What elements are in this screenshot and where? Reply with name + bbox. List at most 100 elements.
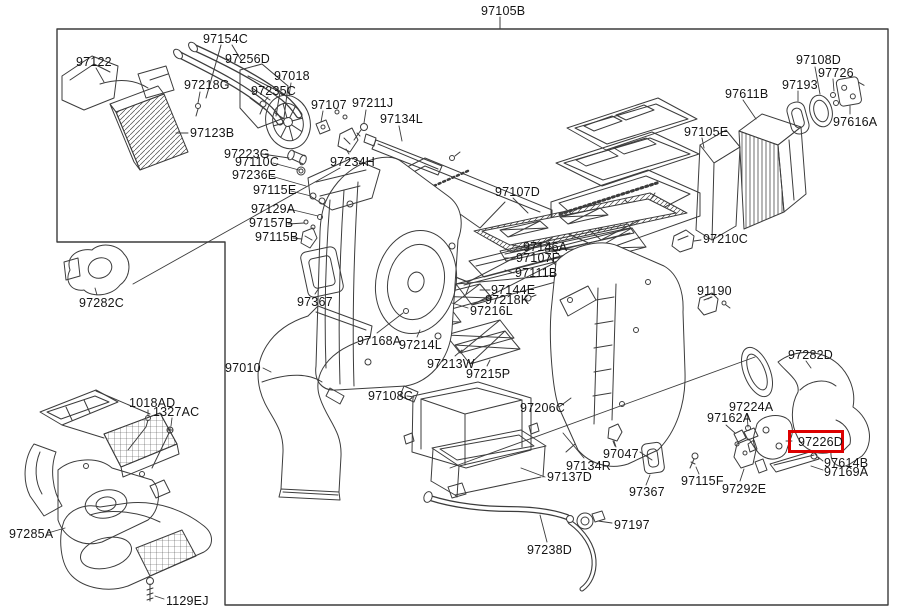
- clip-97047-drawing: [607, 423, 623, 447]
- part-label-97282C[interactable]: 97282C: [79, 296, 124, 310]
- part-label-97223G[interactable]: 97223G: [224, 147, 270, 161]
- part-label-97107F[interactable]: 97107F: [516, 251, 560, 265]
- leader-lines: [47, 66, 851, 600]
- part-label-97115E[interactable]: 97115E: [253, 183, 297, 197]
- part-label-97154C[interactable]: 97154C: [203, 32, 248, 46]
- part-label-97214L[interactable]: 97214L: [399, 338, 442, 352]
- part-label-97018[interactable]: 97018: [274, 69, 310, 83]
- part-label-97123B[interactable]: 97123B: [190, 126, 235, 140]
- blower-unit-drawing: [24, 389, 180, 545]
- part-label-97047[interactable]: 97047: [603, 447, 639, 461]
- small-fittings-drawing: [315, 109, 368, 153]
- highlight-box-97226D[interactable]: 97226D: [788, 430, 844, 453]
- expansion-valve-97616A-drawing: [835, 76, 865, 107]
- link-arm-97614B-drawing: [754, 450, 820, 474]
- part-label-97168A[interactable]: 97168A: [357, 334, 402, 348]
- part-label-97256D[interactable]: 97256D: [225, 52, 270, 66]
- seal-frame-upper-drawing: [566, 97, 698, 151]
- part-label-1018AD[interactable]: 1018AD: [129, 396, 176, 410]
- cover-97105E-drawing: [695, 129, 741, 241]
- part-label-97108D[interactable]: 97108D: [796, 53, 841, 67]
- part-label-97122[interactable]: 97122: [76, 55, 112, 69]
- part-label-97616A[interactable]: 97616A: [833, 115, 878, 129]
- part-label-97115F[interactable]: 97115F: [681, 474, 724, 488]
- part-label-97010[interactable]: 97010: [225, 361, 261, 375]
- blower-fan-wheel-drawing: [265, 94, 311, 150]
- part-label-97105E[interactable]: 97105E: [684, 125, 729, 139]
- clip-97218K-drawing: [524, 294, 537, 302]
- part-label-97614B[interactable]: 97614B: [824, 456, 869, 470]
- part-label-97111B[interactable]: 97111B: [515, 266, 558, 280]
- mode-cable-parts-drawing: [287, 149, 381, 249]
- part-label-97611B[interactable]: 97611B: [725, 87, 769, 101]
- floor-duct-97108C-drawing: [403, 381, 540, 469]
- part-label-97146A[interactable]: 97146A: [523, 240, 568, 254]
- part-label-97238D[interactable]: 97238D: [527, 543, 572, 557]
- fastener-1327AC-drawing: [151, 426, 174, 469]
- part-label-97137D[interactable]: 97137D: [547, 470, 592, 484]
- part-label-97226D[interactable]: 97226D: [798, 435, 843, 449]
- part-label-97115B[interactable]: 97115B: [255, 230, 299, 244]
- part-label-97162A[interactable]: 97162A: [707, 411, 752, 425]
- knob-97282C-drawing: [63, 244, 130, 296]
- part-label-97134L[interactable]: 97134L: [380, 112, 423, 126]
- bracket-group-97154C-drawing: [195, 44, 289, 129]
- part-label-97216L[interactable]: 97216L: [470, 304, 513, 318]
- part-label-97107D[interactable]: 97107D: [495, 185, 540, 199]
- part-label-97215P[interactable]: 97215P: [466, 367, 511, 381]
- part-label-1327AC[interactable]: 1327AC: [153, 405, 200, 419]
- screw-97235C-drawing: [259, 100, 267, 115]
- part-label-97213W[interactable]: 97213W: [427, 357, 475, 371]
- strip-97146A-drawing: [499, 223, 635, 262]
- part-label-91190[interactable]: 91190: [697, 284, 732, 298]
- part-label-97134R[interactable]: 97134R: [566, 459, 611, 473]
- part-label-97726[interactable]: 97726: [818, 66, 854, 80]
- actuator-97226D-drawing: [747, 415, 793, 460]
- orings-97726-drawing: [830, 92, 839, 106]
- evaporator-drawing: [738, 113, 807, 230]
- part-label-97110C[interactable]: 97110C: [235, 155, 280, 169]
- vent-duct-97282D-drawing: [741, 346, 870, 467]
- bracket-97210C-drawing: [671, 229, 695, 253]
- part-label-97234H[interactable]: 97234H: [330, 155, 375, 169]
- mounting-frame-97137D-drawing: [430, 429, 547, 499]
- part-label-97129A[interactable]: 97129A: [251, 202, 296, 216]
- right-housing-drawing: [549, 242, 686, 467]
- diagram-border-frame: [56, 16, 889, 606]
- part-label-97218K[interactable]: 97218K: [485, 293, 530, 307]
- main-heater-case-drawing: [315, 156, 462, 405]
- part-label-97157B[interactable]: 97157B: [249, 216, 294, 230]
- part-label-97107[interactable]: 97107: [311, 98, 347, 112]
- part-label-97197[interactable]: 97197: [614, 518, 650, 532]
- part-label-97224A[interactable]: 97224A: [729, 400, 774, 414]
- part-label-97367-left[interactable]: 97367: [297, 295, 333, 309]
- part-label-97206C[interactable]: 97206C: [520, 401, 565, 415]
- part-label-97282D[interactable]: 97282D: [788, 348, 833, 362]
- part-label-97193[interactable]: 97193: [782, 78, 818, 92]
- part-label-97211J[interactable]: 97211J: [352, 96, 394, 110]
- gasket-97193-drawing: [786, 101, 810, 135]
- part-label-97105B[interactable]: 97105B: [481, 4, 526, 18]
- part-label-1129EJ[interactable]: 1129EJ: [166, 594, 209, 608]
- association-lines: [132, 167, 756, 469]
- part-label-97236E[interactable]: 97236E: [232, 168, 277, 182]
- clips-97224A-97162A-drawing: [733, 425, 759, 447]
- part-label-97169A[interactable]: 97169A: [824, 465, 869, 479]
- part-label-97210C[interactable]: 97210C: [703, 232, 748, 246]
- part-label-97144E[interactable]: 97144E: [491, 283, 536, 297]
- part-label-97367-right[interactable]: 97367: [629, 485, 665, 499]
- part-label-97285A[interactable]: 97285A: [9, 527, 54, 541]
- bracket-97292E-drawing: [733, 438, 757, 469]
- part-label-97218G[interactable]: 97218G: [184, 78, 230, 92]
- part-label-97235C[interactable]: 97235C: [251, 84, 296, 98]
- drain-hose-drawing: [423, 491, 597, 592]
- duct-97010-drawing: [257, 305, 373, 501]
- grille-97107D-drawing: [473, 192, 688, 253]
- seal-97367-right-drawing: [641, 441, 665, 475]
- part-label-97108C[interactable]: 97108C: [368, 389, 413, 403]
- heater-core-drawing: [109, 85, 189, 171]
- gasket-97108D-drawing: [809, 94, 833, 128]
- part-label-97292E[interactable]: 97292E: [722, 482, 767, 496]
